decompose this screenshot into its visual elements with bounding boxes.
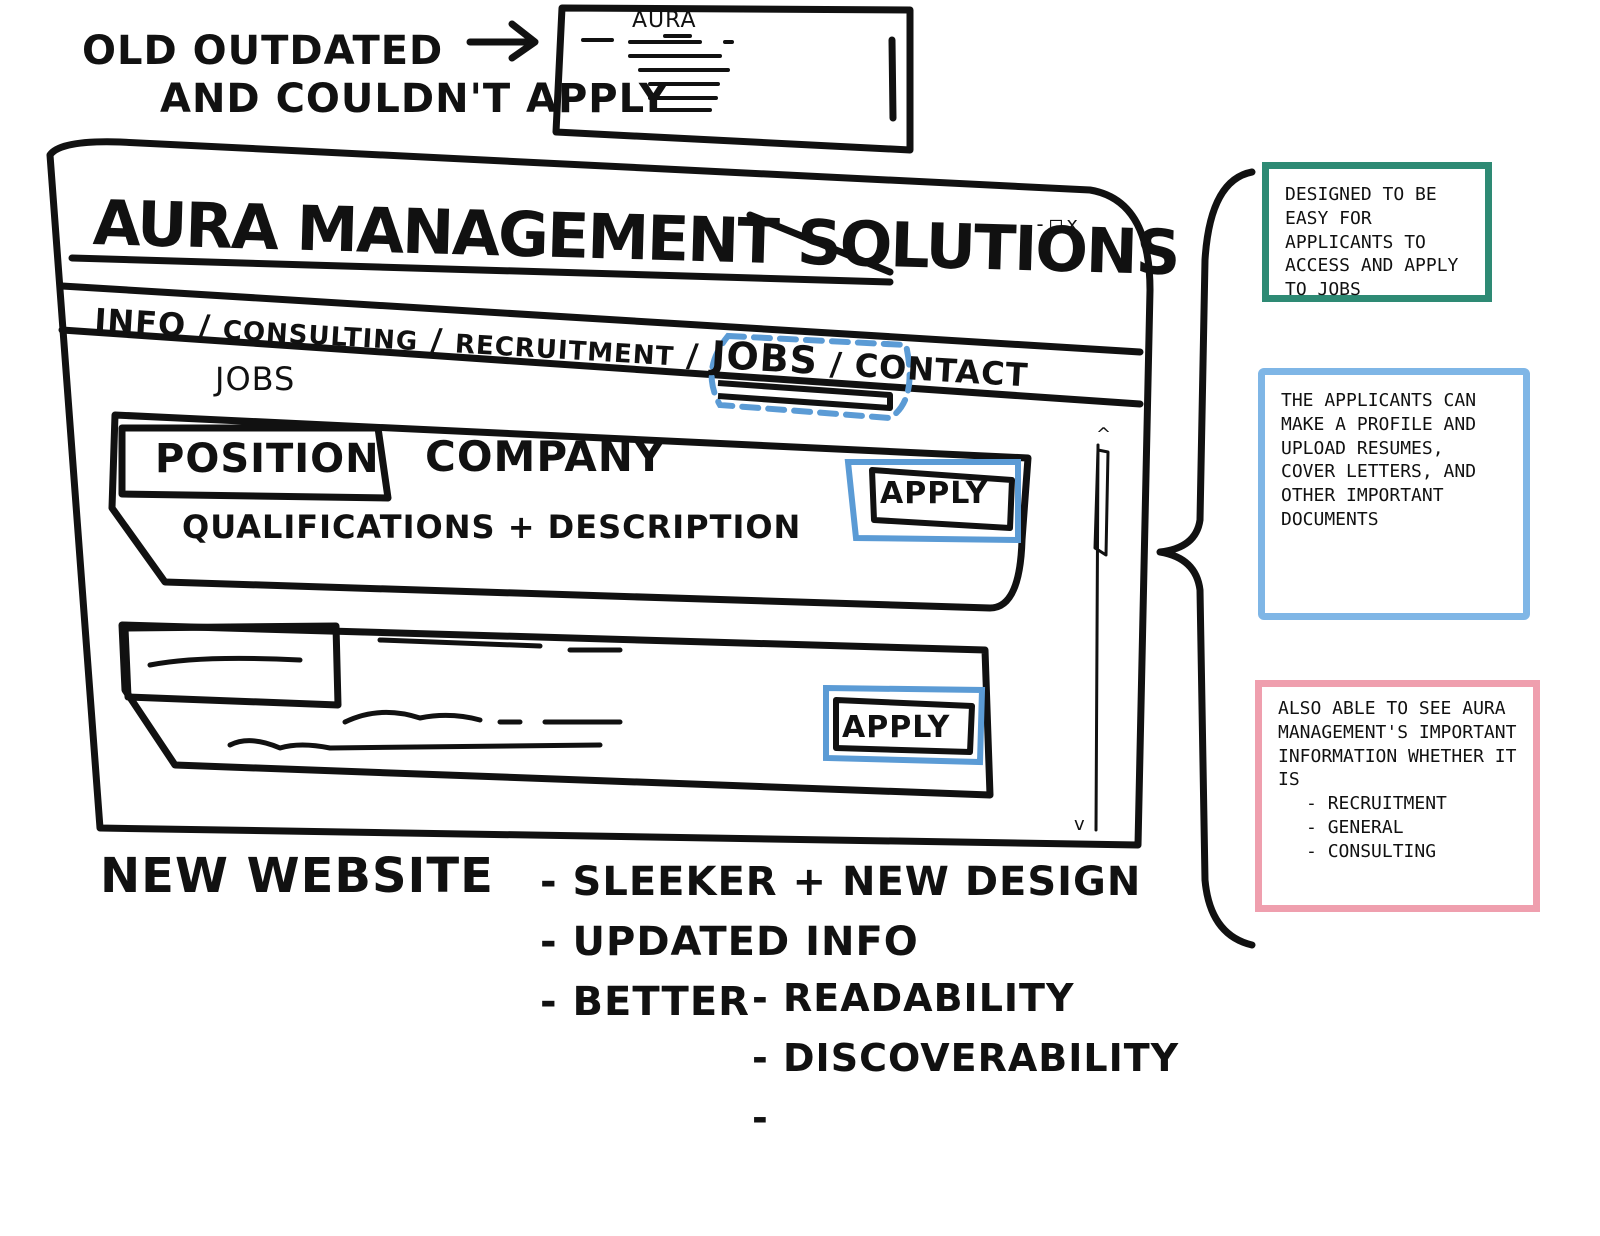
note-list-item: RECRUITMENT (1327, 793, 1447, 814)
note-easy-access: DESIGNED TO BE EASY FOR APPLICANTS TO AC… (1262, 162, 1492, 302)
summary-bullet: - BETTER (540, 979, 750, 1025)
note-list-item: CONSULTING (1327, 840, 1437, 862)
jobs-highlight (708, 332, 913, 422)
summary-bullet: - SLEEKER + NEW DESIGN (540, 859, 1142, 905)
summary-sub-bullets: - READABILITY - DISCOVERABILITY - (752, 968, 1179, 1148)
job-details: QUALIFICATIONS + DESCRIPTION (182, 508, 802, 546)
nav-item-info[interactable]: INFO (93, 300, 188, 345)
note-company-info: ALSO ABLE TO SEE AURA MANAGEMENT'S IMPOR… (1255, 680, 1540, 912)
placeholder-position-box (121, 622, 342, 709)
old-site-caption-line2: AND COULDN'T APPLY (160, 76, 669, 122)
job-position: POSITION (155, 436, 380, 482)
apply-highlight-1 (844, 459, 1021, 544)
title-underline (68, 254, 894, 286)
scroll-up-icon[interactable]: ^ (1096, 424, 1112, 445)
browser-window (46, 138, 1154, 849)
summary-bullet: - UPDATED INFO (540, 919, 919, 965)
apply-button-1[interactable]: APPLY (880, 476, 989, 511)
nav-bottom-line (58, 326, 1144, 408)
brace (1156, 168, 1256, 949)
note-profile-upload: THE APPLICANTS CAN MAKE A PROFILE AND UP… (1258, 368, 1530, 620)
arrow-head (508, 20, 539, 62)
summary-sub-bullet: - DISCOVERABILITY (752, 1036, 1180, 1080)
apply-highlight-2 (823, 684, 986, 766)
nav-top-line (58, 282, 1144, 356)
title-tab-slant (746, 211, 894, 276)
summary-sub-bullet: - READABILITY (752, 976, 1075, 1020)
apply-button-2[interactable]: APPLY (842, 710, 951, 745)
nav-item-jobs[interactable]: JOBS (710, 332, 820, 383)
note-list-item: GENERAL (1327, 816, 1404, 838)
summary-bullets: - SLEEKER + NEW DESIGN - UPDATED INFO - … (540, 852, 1141, 1032)
scroll-down-icon[interactable]: v (1074, 814, 1085, 835)
page-heading: JOBS (215, 360, 296, 398)
old-site-window (552, 4, 914, 154)
window-controls[interactable]: -□x (1034, 212, 1083, 236)
old-site-scrollbar (888, 36, 897, 122)
old-site-logo: AURA (632, 8, 697, 33)
position-box (118, 424, 392, 502)
note-company-info-text: ALSO ABLE TO SEE AURA MANAGEMENT'S IMPOR… (1278, 698, 1517, 791)
summary-label: NEW WEBSITE (100, 848, 494, 904)
job-card-1-outline (108, 411, 1032, 612)
job-company: COMPANY (425, 432, 666, 481)
old-site-caption-line1: OLD OUTDATED (82, 28, 444, 74)
